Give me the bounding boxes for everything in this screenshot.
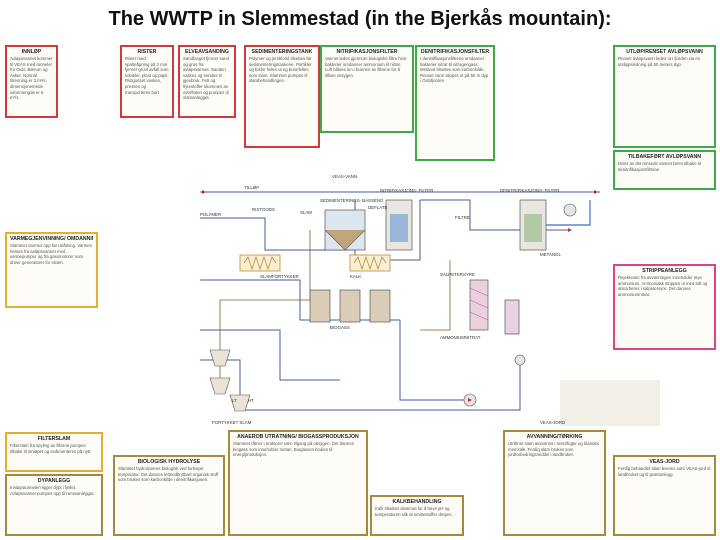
box-tilbakefort-text: Deler av det rensede vannet føres tilbak… [618,161,701,172]
fans [463,203,577,407]
bedrock [560,380,660,426]
label-filtre: FILTRE [455,215,470,220]
box-rister: RISTER Rister med spalteåpning på 3 mm f… [120,45,174,118]
box-rister-text: Rister med spalteåpning på 3 mm fjerner … [125,56,169,95]
page-title: The WWTP in Slemmestad (in the Bjerkås m… [108,8,612,30]
sludge-line [219,230,451,390]
box-rister-heading: RISTER [137,49,157,55]
label-polymer: POLYMER [200,212,222,217]
box-denitrifikasjon: DENITRIFIKASJONSFILTER I denitrifikasjon… [415,45,495,161]
box-nitrifikasjon-heading: NITRIFIKASJONSFILTER [336,49,398,55]
label-ht: HT [248,398,254,403]
box-biologisk-hydrolyse-text: Slammet hydrolyseres biologisk ved forhø… [118,466,219,483]
label-veas-jord: VEAS-JORD [540,420,566,425]
box-tilbakefort-heading: TILBAKEFØRT AVLØPSVANN [627,154,702,160]
box-varmegjenvinning-text: Slammet varmes opp før utråtning. Varmen… [10,243,93,265]
box-utlop: UTLØP/RENSET AVLØPSVANN Renset avløpsvan… [613,45,716,148]
label-lt: LT [232,398,237,403]
label-ammoniumnitrat: AMMONIUMNITRAT [440,335,481,340]
label-kalk: KALK [350,274,362,279]
box-stripping-heading: STRIPPEANLEGG [642,268,687,274]
label-sedimentation: SEDIMENTERINGS- BASSENG [320,198,384,203]
box-sedimentering: SEDIMENTERINGSTANK Polymer og jernklorid… [244,45,320,148]
box-kalk-heading: KALKBEHANDLING [392,499,442,505]
label-metanol: METANOL [540,252,561,257]
digester-tanks [309,289,391,323]
label-ristgods: RISTGODS [252,207,275,212]
box-biologisk-hydrolyse-heading: BIOLOGISK HYDROLYSE [137,459,201,465]
box-filterslam-heading: FILTERSLAM [37,436,71,442]
denitrification-filter [519,199,547,251]
box-elveavsanding-text: Sandfanget fjerner sand og grus fra avlø… [183,56,229,101]
box-denitrifikasjon-heading: DENITRIFIKASJONSFILTER [420,49,490,55]
label-nitrification: NITRIFIKASJONS- FILTER [380,188,434,193]
box-stripping: STRIPPEANLEGG Rejektvann fra avvanningen… [613,264,716,350]
box-anaerob: ANAEROB UTRÅTNING/ BIOGASSPRODUKSJON Sla… [228,430,368,536]
sedimentation-basin [324,209,366,251]
box-veasjord-text: Ferdig behandlet slam leveres som VEAS-j… [618,466,711,477]
box-nitrifikasjon: NITRIFIKASJONSFILTER Vannet ledes gjenno… [320,45,414,133]
box-elveavsanding-heading: ELVEAVSANDING [185,49,229,55]
box-innlop: INNLØP Avløpsvannet kommer til VEAS med … [5,45,58,118]
box-avvanning-text: Utråtnet slam avvannes i sentrifuger og … [508,441,600,458]
box-veasjord-heading: VEAS-JORD [649,459,680,465]
label-deflate: DEFLATE [368,205,388,210]
box-nitrifikasjon-text: Vannet ledes gjennom biologiske filtre h… [325,56,407,78]
box-dyp-heading: DYPANLEGG [37,478,71,484]
box-avvanning: AVVANNING/TØRKING Utråtnet slam avvannes… [503,430,606,536]
box-kalk-text: Kalk tilsettes slammet for å heve pH og … [375,506,453,517]
label-biogass: BIOGASS [330,325,350,330]
box-anaerob-heading: ANAEROB UTRÅTNING/ BIOGASSPRODUKSJON [237,434,359,440]
flow-arrows [202,190,598,402]
box-tilbakefort: TILBAKEFØRT AVLØPSVANN Deler av det rens… [613,150,716,190]
box-stripping-text: Rejektvann fra avvanningen inneholder my… [618,275,708,297]
label-fortykket: FORTYKKET SLAM [212,420,252,425]
box-sedimentering-text: Polymer og jernklorid tilsettes før sedi… [249,56,312,84]
label-salpetersyre: SALPETERSYRE [440,272,475,277]
box-kalk: KALKBEHANDLING Kalk tilsettes slammet fo… [370,495,464,536]
box-innlop-heading: INNLØP [21,49,42,55]
box-varmegjenvinning-heading: VARMEGJENVINNING/ OMDANNING AV ENERGI [10,236,93,242]
box-elveavsanding: ELVEAVSANDING Sandfanget fjerner sand og… [178,45,236,118]
box-filterslam-text: Filterslam fra spyling av filtrene pumpe… [10,443,92,454]
label-veas-vann: VEAS-VANN [332,174,358,179]
outlet-pipe [546,200,591,226]
box-dyp: DYPANLEGG Innløpstunnelen ligger dypt i … [5,474,103,536]
nitrification-filter [385,199,413,251]
box-sedimentering-heading: SEDIMENTERINGSTANK [251,49,313,55]
box-varmegjenvinning: VARMEGJENVINNING/ OMDANNING AV ENERGI Sl… [5,232,98,308]
box-biologisk-hydrolyse: BIOLOGISK HYDROLYSE Slammet hydrolyseres… [113,455,225,536]
label-denitrification: DENITRIFIKASJONS- FILTER [500,188,560,193]
box-veasjord: VEAS-JORD Ferdig behandlet slam leveres … [613,455,716,536]
box-filterslam: FILTERSLAM Filterslam fra spyling av fil… [5,432,103,472]
label-tilloep: TILLØP [244,185,260,190]
label-slam: SLAM [300,210,312,215]
box-utlop-text: Renset avløpsvann ledes ut i fjorden via… [618,56,701,67]
heat-exchanger-row [239,254,391,272]
box-avvanning-heading: AVVANNING/TØRKING [526,434,583,440]
box-dyp-text: Innløpstunnelen ligger dypt i fjellet. A… [10,485,95,496]
box-innlop-text: Avløpsvannet kommer til VEAS med tunnele… [10,56,53,101]
stripping-tower [469,279,520,335]
box-denitrifikasjon-text: I denitrifikasjonsfiltrene omdanner bakt… [420,56,489,84]
label-slamfortykker: SLAMFORTYKKER [260,274,299,279]
hoppers [209,349,251,412]
box-utlop-heading: UTLØP/RENSET AVLØPSVANN [626,49,703,55]
box-anaerob-text: Slammet råtner i reaktorer uten tilgang … [233,441,354,458]
